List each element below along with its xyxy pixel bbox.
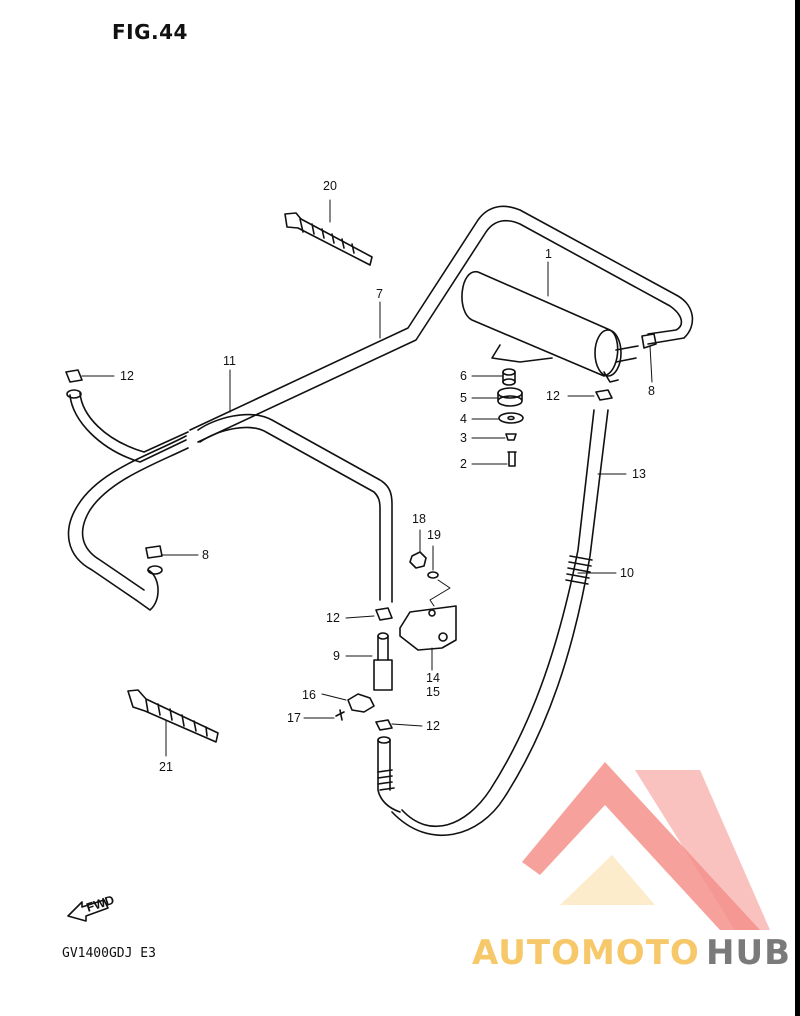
- pipe-11: [67, 392, 393, 603]
- pipe-7: [189, 205, 694, 443]
- clamp-16: [347, 693, 375, 713]
- callout-12a: 12: [120, 369, 134, 383]
- page-edge-bar: [795, 0, 800, 1016]
- callout-11: 11: [223, 354, 236, 368]
- clamp-8a: [641, 333, 657, 349]
- hose-13-10: [391, 409, 609, 837]
- clamp-12b: [595, 389, 613, 401]
- watermark-logo: [522, 762, 770, 930]
- mount-stack: [497, 368, 524, 467]
- watermark-text: AUTOMOTO HUB: [472, 933, 791, 973]
- model-code: GV1400GDJ E3: [62, 946, 156, 961]
- callout-21: 21: [159, 760, 173, 774]
- washer-19: [427, 571, 439, 579]
- callout-9: 9: [333, 649, 340, 663]
- callout-8b: 8: [202, 548, 209, 562]
- callout-1: 1: [545, 247, 552, 261]
- watermark-text-hub: HUB: [706, 933, 791, 973]
- hose-end-bottom: [377, 736, 401, 813]
- callout-14: 14: [426, 671, 440, 685]
- callout-12d: 12: [426, 719, 440, 733]
- callout-10: 10: [620, 566, 634, 580]
- clamp-12c: [375, 607, 393, 621]
- callout-7: 7: [376, 287, 383, 301]
- strap-21: [127, 689, 219, 743]
- callouts: 20 7 1 11 12 6 5 4 3 2 12 8 13 10 8 18 1…: [85, 179, 655, 915]
- callout-3: 3: [460, 431, 467, 445]
- connector-9: [373, 632, 393, 691]
- nut-18: [409, 551, 427, 569]
- bracket-14: [399, 605, 457, 651]
- callout-5: 5: [460, 391, 467, 405]
- callout-8a: 8: [648, 384, 655, 398]
- callout-19: 19: [427, 528, 441, 542]
- callout-20: 20: [323, 179, 337, 193]
- callout-13: 13: [632, 467, 646, 481]
- figure-title: FIG.44: [112, 20, 188, 44]
- clamp-8b: [145, 545, 163, 559]
- callout-6: 6: [460, 369, 467, 383]
- screw-17: [335, 709, 345, 721]
- clamp-12d: [375, 719, 393, 731]
- canister-1: [461, 271, 639, 383]
- callout-2: 2: [460, 457, 467, 471]
- strap-20: [284, 212, 373, 266]
- leader-lines: [81, 199, 653, 757]
- callout-16: 16: [302, 688, 316, 702]
- callout-15: 15: [426, 685, 440, 699]
- hose-end-left-bottom: [135, 565, 163, 611]
- callout-12c: 12: [326, 611, 340, 625]
- watermark-text-auto: AUTOMOTO: [472, 933, 700, 973]
- callout-4: 4: [460, 412, 467, 426]
- fwd-arrow-icon: [67, 899, 109, 922]
- callout-17: 17: [287, 711, 301, 725]
- hose-end-left-top: [66, 389, 82, 399]
- callout-12b: 12: [546, 389, 560, 403]
- callout-18: 18: [412, 512, 426, 526]
- clamp-12a: [65, 369, 83, 383]
